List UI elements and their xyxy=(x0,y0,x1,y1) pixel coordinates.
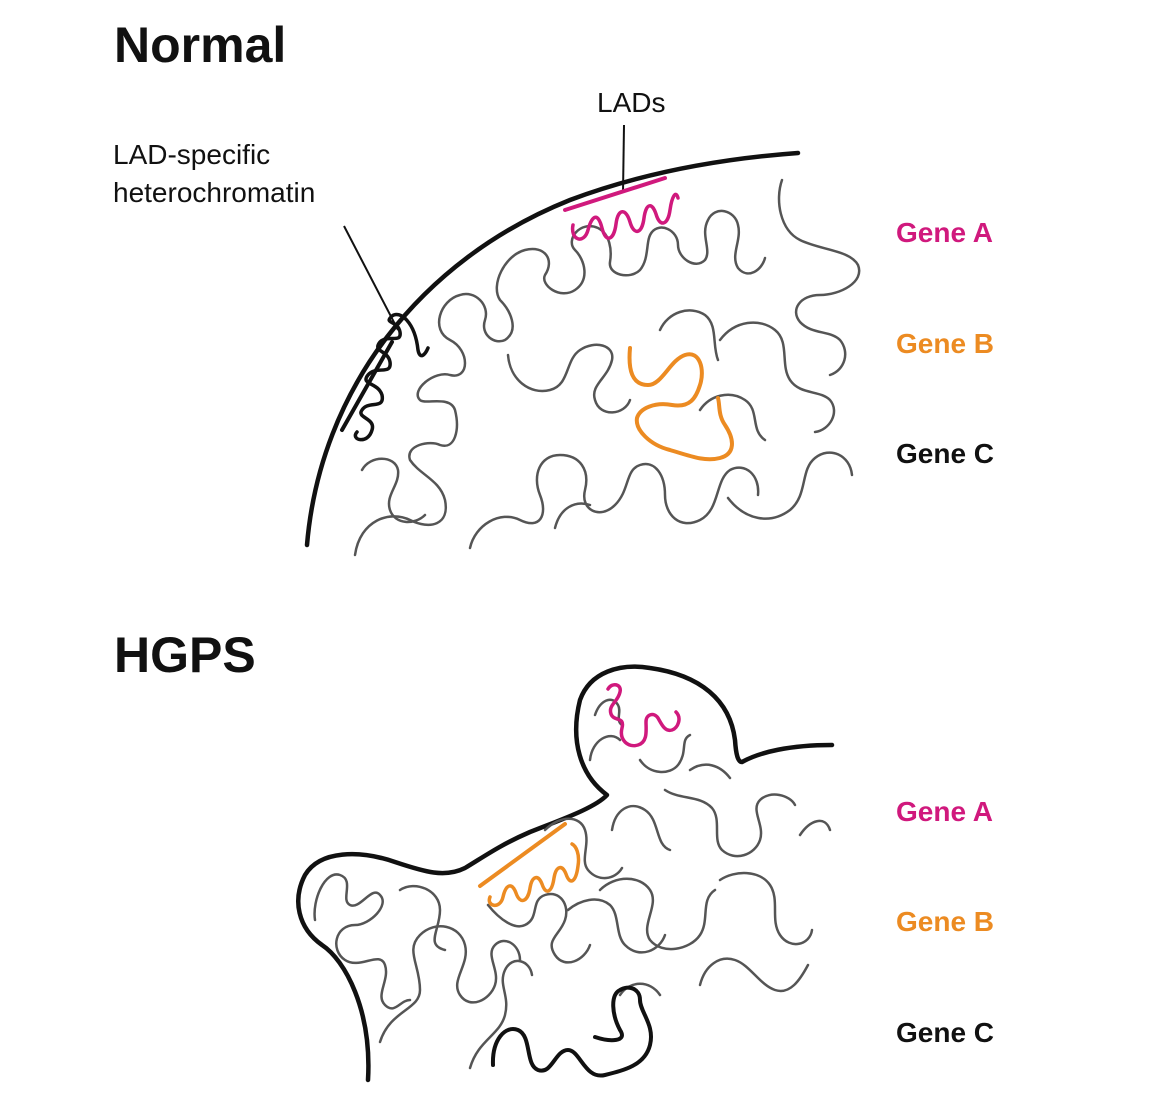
hgps-lad-bar-orange xyxy=(478,822,567,888)
normal-nucleus xyxy=(304,124,861,557)
hgps-nucleus xyxy=(296,664,835,1083)
heterochromatin-pointer-line xyxy=(343,225,399,331)
normal-nuclear-envelope xyxy=(304,150,801,548)
hgps-gene-c-loop xyxy=(490,985,654,1078)
hgps-gene-a-squiggle xyxy=(606,683,681,748)
normal-chromatin xyxy=(353,178,861,557)
normal-gene-b-loop xyxy=(627,346,734,462)
lads-pointer-line xyxy=(622,124,625,194)
hgps-chromatin xyxy=(313,698,832,1070)
normal-lad-bar-black xyxy=(340,340,394,432)
normal-panel-title: Normal xyxy=(114,17,287,73)
hgps-panel-title: HGPS xyxy=(114,627,256,683)
normal-lad-bar-magenta xyxy=(563,176,667,212)
hgps-nuclear-envelope xyxy=(296,664,835,1083)
normal-gene-b-label: Gene B xyxy=(896,328,995,359)
heterochromatin-label-line2: heterochromatin xyxy=(113,177,316,208)
normal-gene-a-coil xyxy=(570,192,680,241)
normal-gene-c-label: Gene C xyxy=(896,438,995,469)
heterochromatin-label-line1: LAD-specific xyxy=(113,139,271,170)
hgps-gene-a-label: Gene A xyxy=(896,796,993,827)
hgps-gene-c-label: Gene C xyxy=(896,1017,995,1048)
lads-label: LADs xyxy=(597,87,666,118)
normal-heterochromatin-coil xyxy=(353,312,430,442)
hgps-gene-b-coil xyxy=(487,842,581,907)
normal-gene-a-label: Gene A xyxy=(896,217,993,248)
hgps-gene-b-label: Gene B xyxy=(896,906,995,937)
